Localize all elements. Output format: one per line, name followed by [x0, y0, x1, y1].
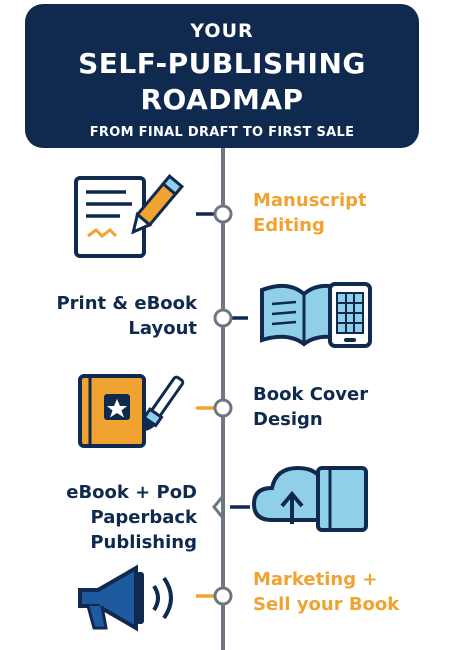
- step1-node: [213, 204, 233, 224]
- book-tablet-icon: [260, 282, 372, 348]
- step3-node: [213, 398, 233, 418]
- header-line1: YOUR: [190, 20, 254, 42]
- step1-label: Manuscript Editing: [253, 190, 367, 236]
- step5-label: Marketing + Sell your Book: [253, 569, 400, 615]
- roadmap-header: YOUR SELF-PUBLISHING ROADMAP FROM FINAL …: [25, 4, 419, 148]
- step4-label: eBook + PoD Paperback Publishing: [66, 482, 197, 553]
- step2-label: Print & eBook Layout: [56, 293, 197, 339]
- step2-node: [213, 308, 233, 328]
- cloud-upload-book-icon: [251, 465, 368, 532]
- step3-label: Book Cover Design: [253, 384, 369, 430]
- step5-node: [213, 586, 233, 606]
- megaphone-icon: [78, 564, 173, 632]
- step4-arrow: [212, 495, 225, 519]
- header-title: SELF-PUBLISHING ROADMAP: [78, 47, 366, 116]
- book-paintbrush-icon: [78, 374, 185, 448]
- header-subtitle: FROM FINAL DRAFT TO FIRST SALE: [89, 125, 355, 140]
- document-pen-icon: [74, 174, 184, 258]
